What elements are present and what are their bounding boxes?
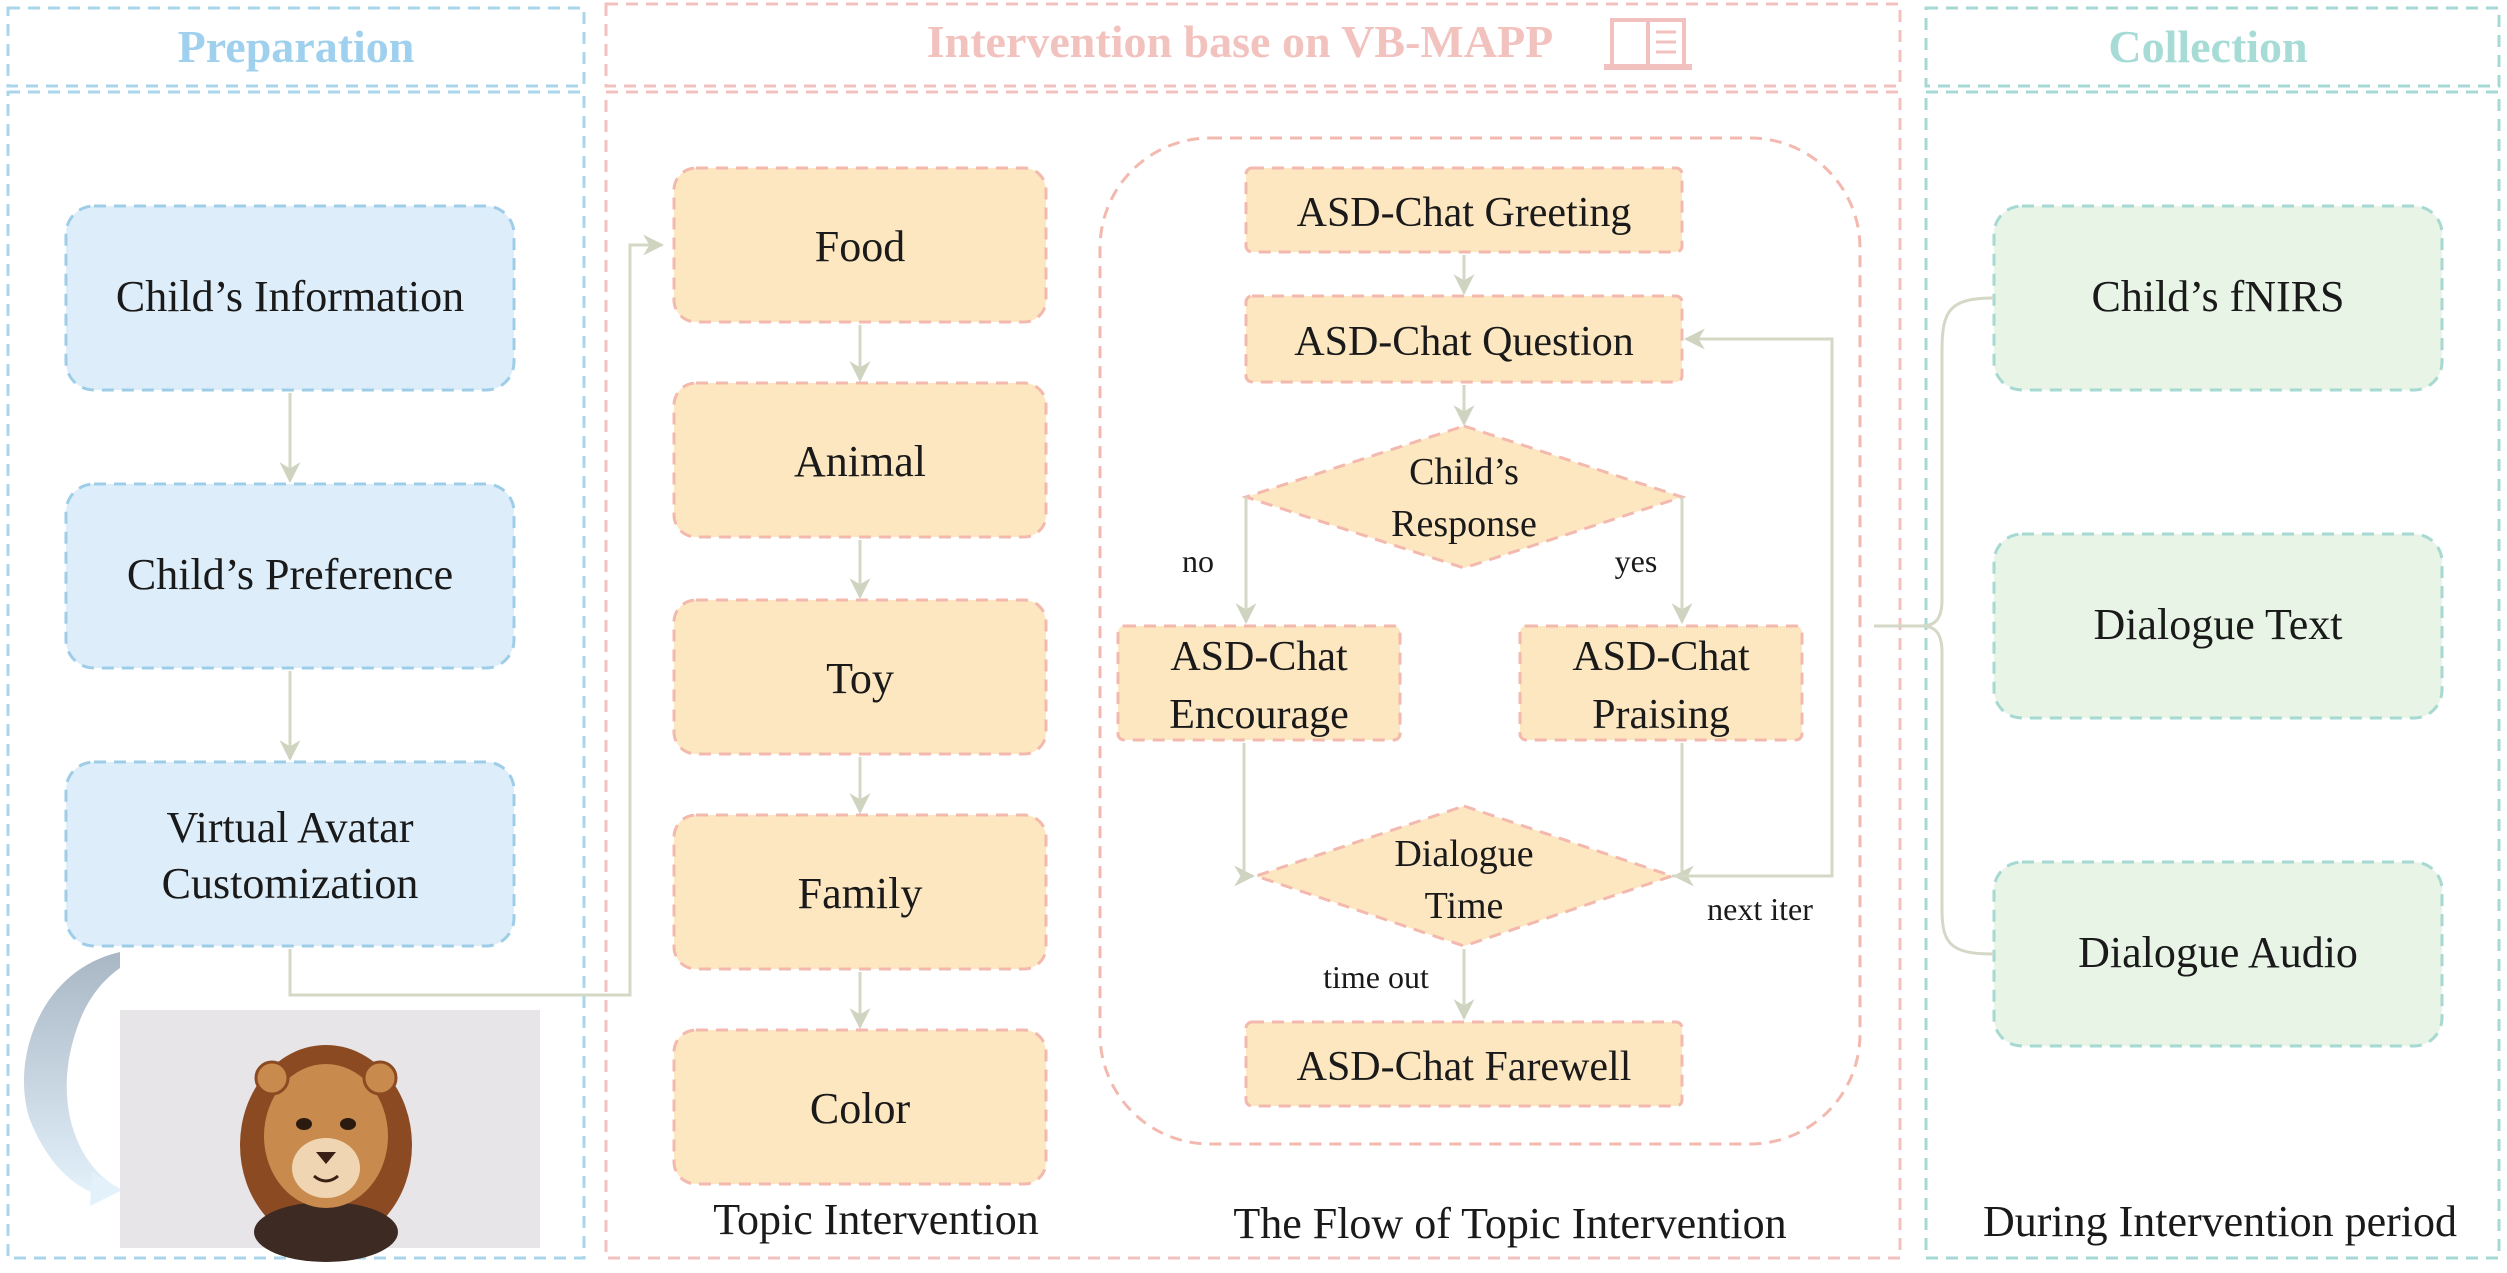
topic-family-label: Family [798,869,923,918]
preparation-panel: Preparation Child’s Information Child’s … [6,6,665,1262]
greeting-box [1244,166,1684,254]
collection-title-frame [1924,6,2501,88]
intervention-title: Intervention base on VB-MAPP [927,16,1554,67]
fnirs-label: Child’s fNIRS [2091,272,2344,321]
question-label: ASD-Chat Question [1294,319,1634,365]
topic-animal-box [672,381,1048,539]
encourage-box [1116,624,1402,742]
collection-panel: Collection Child’s fNIRS Dialogue Text D… [1874,6,2501,1260]
preparation-title: Preparation [178,21,415,72]
child-information-label: Child’s Information [116,272,464,321]
sweep-arrow-icon [24,952,120,1195]
collection-frame [1924,90,2501,1260]
response-label-line1: Child’s [1409,451,1519,493]
virtual-avatar-box [64,760,516,948]
preparation-title-frame [6,6,586,88]
flow-caption: The Flow of Topic Intervention [1233,1199,1786,1248]
virtual-avatar-label-line1: Virtual Avatar [166,803,413,852]
dialogue-text-box [1992,532,2444,720]
question-box [1244,294,1684,384]
intervention-title-frame [604,2,1902,88]
dialogue-time-label-line1: Dialogue [1394,833,1533,875]
collection-caption: During Intervention period [1983,1197,2457,1246]
response-diamond [1241,424,1687,570]
dialogue-time-label-line2: Time [1425,885,1504,927]
virtual-avatar-label-line2: Customization [162,859,419,908]
dialogue-audio-label: Dialogue Audio [2078,928,2358,977]
dialogue-time-diamond [1251,804,1677,948]
topic-animal-label: Animal [794,437,926,486]
topic-food-label: Food [815,222,905,271]
topic-toy-label: Toy [826,654,894,703]
praising-label-line2: Praising [1592,692,1730,738]
topic-intervention-caption: Topic Intervention [713,1195,1039,1244]
arrow-praising-to-time [1672,743,1694,887]
child-preference-label: Child’s Preference [127,550,453,599]
topic-toy-box [672,598,1048,756]
intervention-panel: Intervention base on VB-MAPP Food Animal… [604,2,1902,1260]
no-label: no [1182,543,1214,579]
yes-label: yes [1615,543,1658,579]
sweep-arrow-head-icon [90,1172,122,1206]
arrow-avatar-to-topics [288,234,665,997]
dialogue-text-label: Dialogue Text [2093,600,2342,649]
praising-box [1518,624,1804,742]
intervention-frame [604,90,1902,1260]
encourage-label-line2: Encourage [1169,692,1349,738]
child-preference-box [64,482,516,670]
farewell-label: ASD-Chat Farewell [1297,1044,1632,1090]
lion-avatar-icon [120,1010,540,1262]
topic-color-box [672,1028,1048,1186]
topic-food-box [672,166,1048,324]
arrow-next-iter [1672,328,1834,878]
next-iter-label: next iter [1707,891,1813,927]
collection-brace [1874,296,1995,956]
collection-title: Collection [2108,21,2307,72]
farewell-box [1244,1020,1684,1108]
topic-family-box [672,813,1048,971]
praising-label-line1: ASD-Chat [1572,634,1750,680]
child-information-box [64,204,516,392]
flow-container [1098,136,1862,1146]
encourage-label-line1: ASD-Chat [1170,634,1348,680]
book-icon [1604,18,1692,70]
arrow-encourage-to-time [1234,743,1256,887]
greeting-label: ASD-Chat Greeting [1297,190,1632,236]
topic-color-label: Color [810,1084,911,1133]
response-label-line2: Response [1391,503,1537,545]
time-out-label: time out [1323,959,1429,995]
